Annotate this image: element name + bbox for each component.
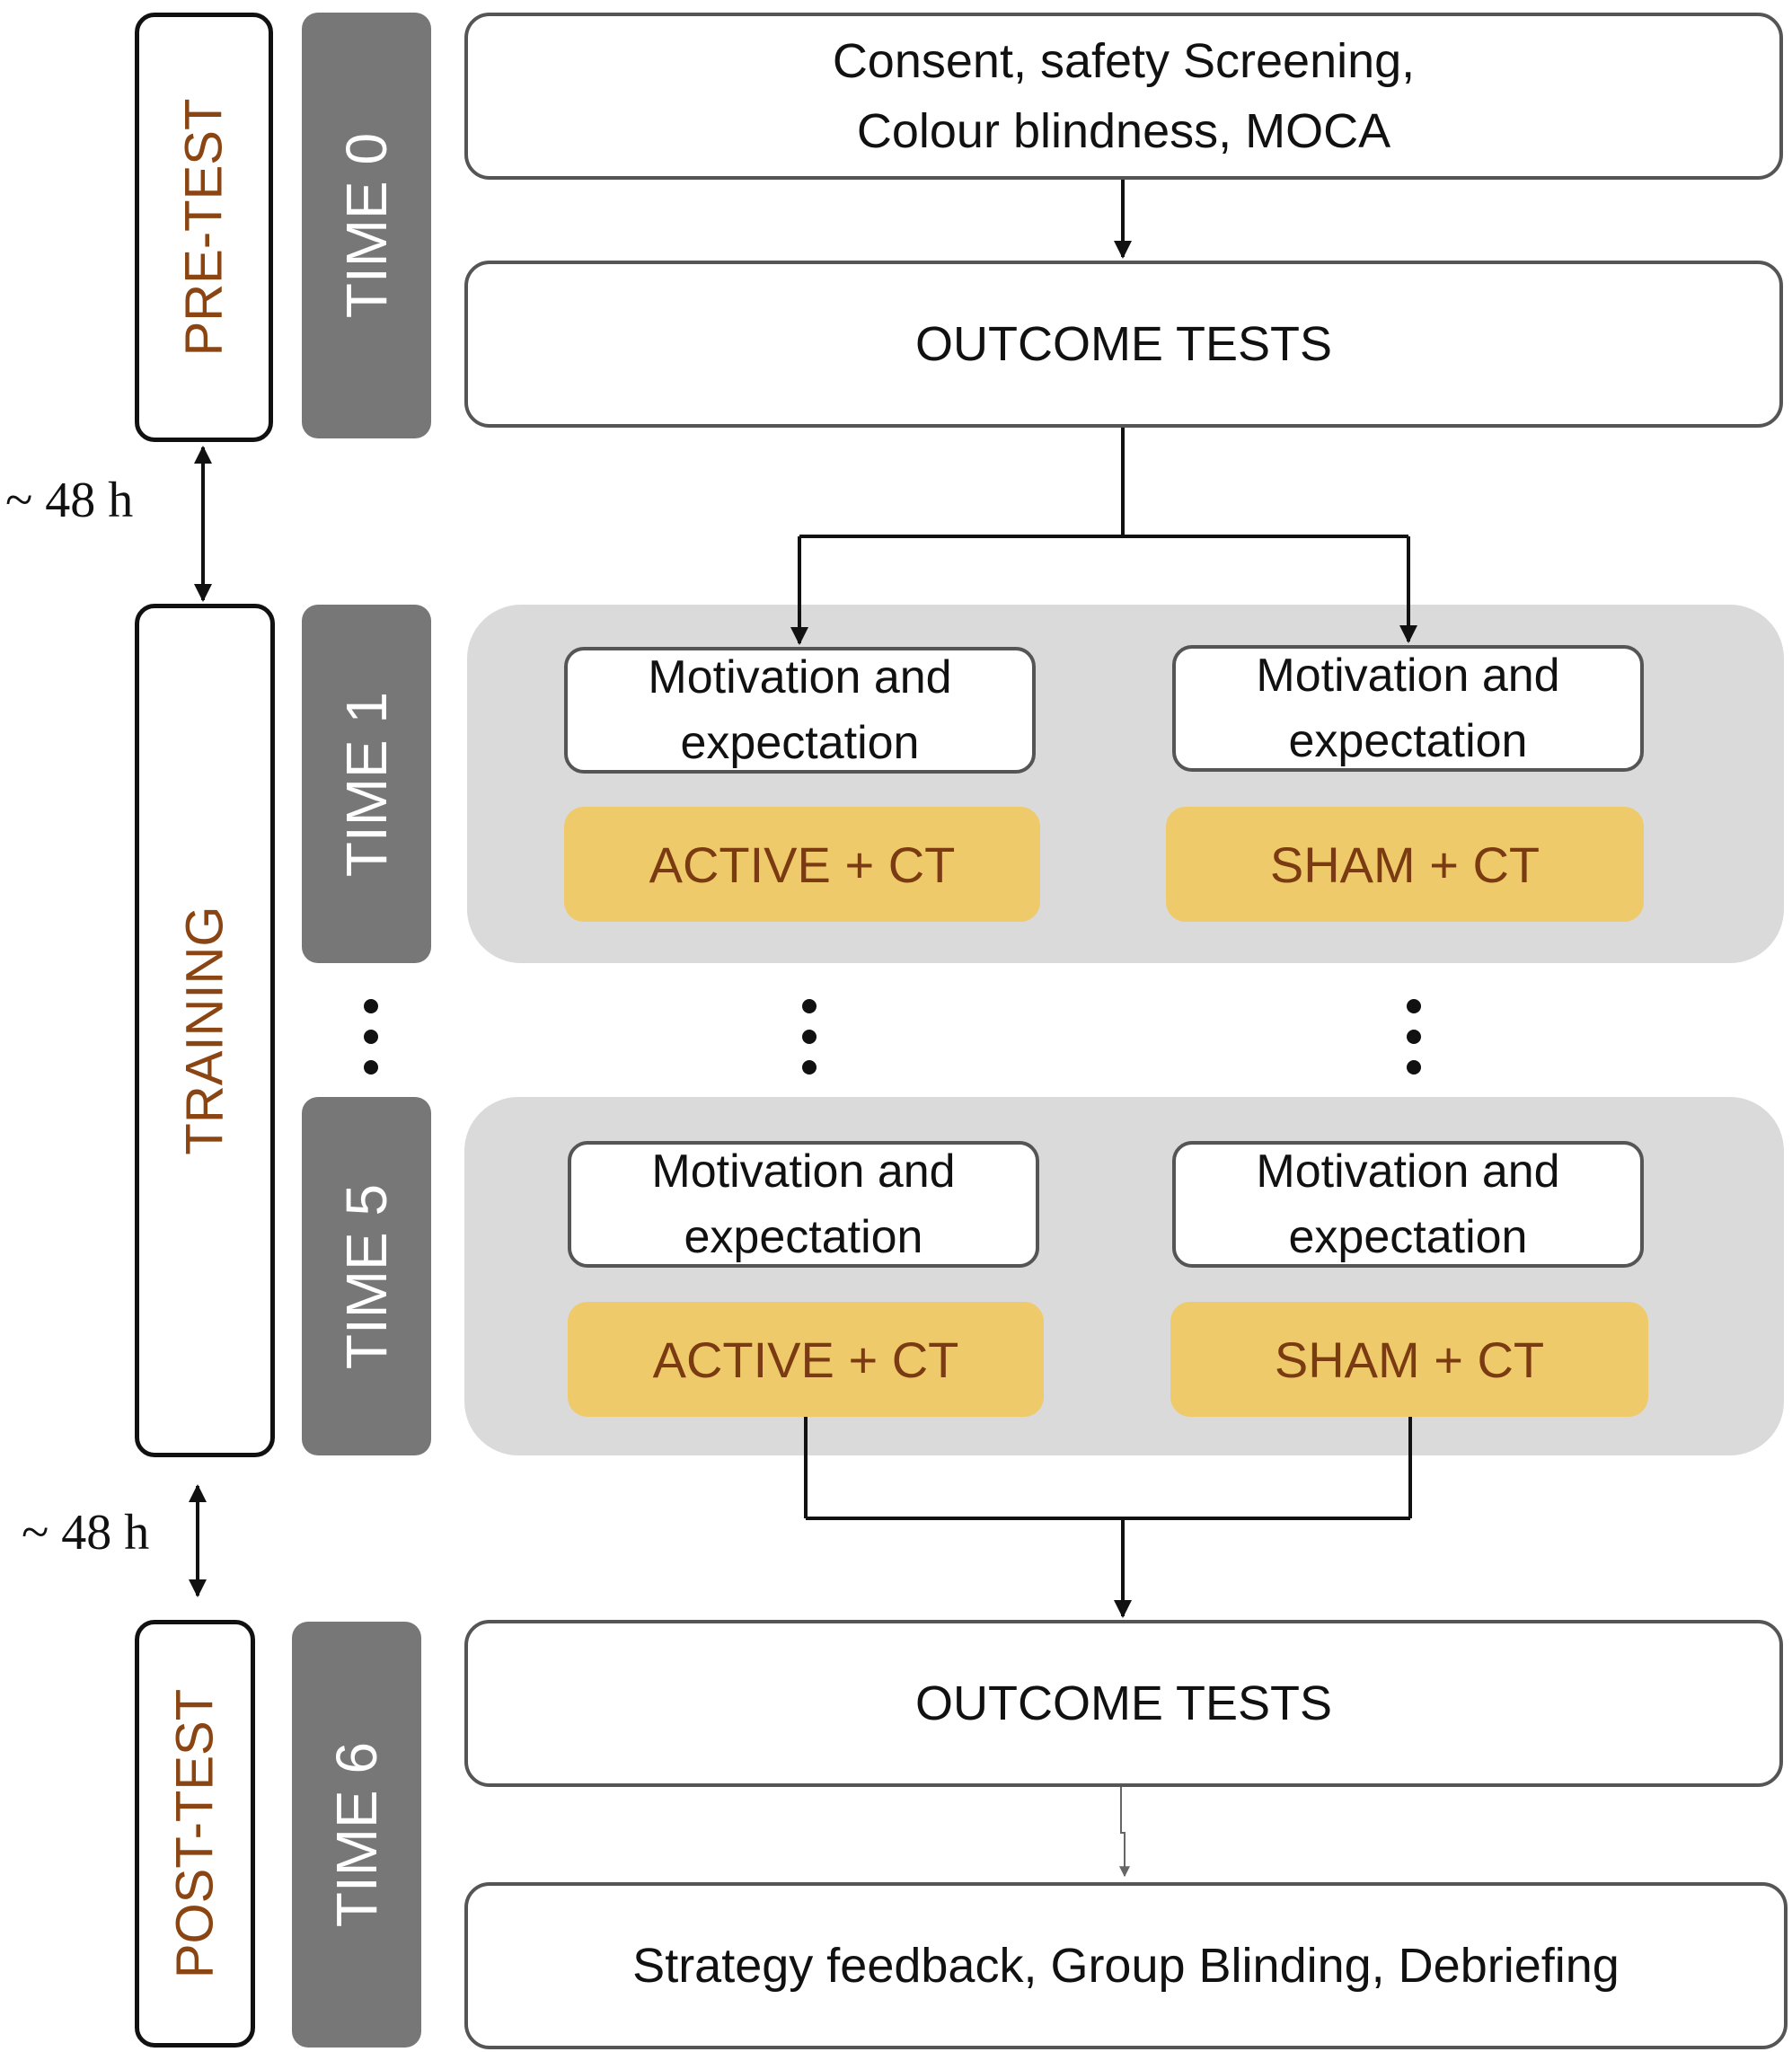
motivation-line-1: Motivation and	[1256, 649, 1560, 702]
motivation-line-1: Motivation and	[651, 1145, 956, 1198]
consent-screening-box: Consent, safety Screening, Colour blindn…	[464, 13, 1783, 180]
debriefing-label: Strategy feedback, Group Blinding, Debri…	[632, 1938, 1620, 1993]
ellipsis-dot	[364, 1030, 378, 1044]
ellipsis-dot	[1407, 1030, 1421, 1044]
time-6-bar: TIME 6	[292, 1622, 421, 2048]
motivation-line-2: expectation	[1288, 1210, 1528, 1263]
arrow-outcome-to-debriefing	[1119, 1787, 1130, 1878]
ellipsis-dot	[802, 1060, 817, 1075]
motivation-line-2: expectation	[684, 1210, 923, 1263]
phase-pretest: PRE-TEST	[135, 13, 273, 442]
motivation-line-1: Motivation and	[648, 650, 952, 703]
phase-posttest: POST-TEST	[135, 1620, 255, 2048]
session-5-active-ct: ACTIVE + CT	[568, 1302, 1044, 1417]
motivation-line-1: Motivation and	[1256, 1145, 1560, 1198]
gap-label-training-post: ~ 48 h	[22, 1505, 150, 1561]
time-1-bar: TIME 1	[302, 605, 431, 963]
motivation-line-2: expectation	[1288, 714, 1528, 767]
consent-line-2: Colour blindness, MOCA	[856, 104, 1391, 158]
ellipsis-dot	[1407, 999, 1421, 1013]
ellipsis-dot	[1407, 1060, 1421, 1075]
phase-training: TRAINING	[135, 604, 275, 1457]
session-1-motivation-right: Motivation and expectation	[1172, 645, 1644, 772]
outcome-tests-pre-box: OUTCOME TESTS	[464, 261, 1783, 428]
ellipsis-dot	[802, 999, 817, 1013]
session-5-motivation-left: Motivation and expectation	[568, 1141, 1039, 1268]
gap-label-pre-training: ~ 48 h	[5, 473, 134, 528]
consent-line-1: Consent, safety Screening,	[832, 33, 1416, 88]
ellipsis-dot	[364, 999, 378, 1013]
session-5-sham-ct: SHAM + CT	[1170, 1302, 1648, 1417]
time-5-bar: TIME 5	[302, 1097, 431, 1455]
session-1-active-ct: ACTIVE + CT	[564, 807, 1040, 922]
outcome-tests-post-label: OUTCOME TESTS	[914, 1676, 1333, 1730]
debriefing-box: Strategy feedback, Group Blinding, Debri…	[464, 1882, 1788, 2049]
session-1-motivation-left: Motivation and expectation	[564, 647, 1036, 774]
ellipsis-dot	[364, 1060, 378, 1075]
session-5-motivation-right: Motivation and expectation	[1172, 1141, 1644, 1268]
session-1-sham-ct: SHAM + CT	[1166, 807, 1644, 922]
outcome-tests-post-box: OUTCOME TESTS	[464, 1620, 1783, 1787]
time-0-bar: TIME 0	[302, 13, 431, 438]
ellipsis-dot	[802, 1030, 817, 1044]
outcome-tests-pre-label: OUTCOME TESTS	[914, 316, 1333, 371]
motivation-line-2: expectation	[680, 716, 920, 769]
